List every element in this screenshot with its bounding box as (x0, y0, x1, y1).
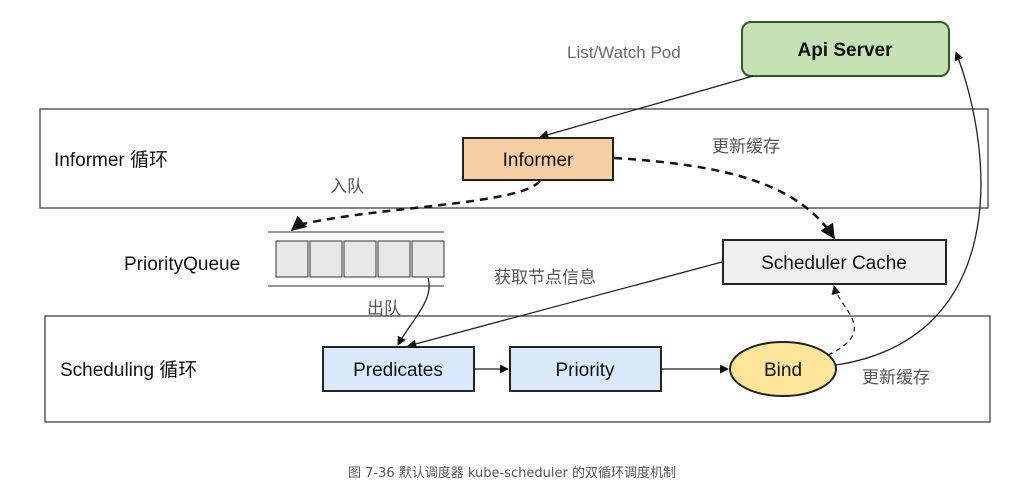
get-node-info-label: 获取节点信息 (494, 268, 596, 287)
predicates-label: Predicates (353, 360, 443, 381)
edge-api-to-informer (539, 75, 754, 140)
queue-cell (309, 240, 343, 278)
queue-cell (275, 240, 309, 278)
priority-label: Priority (555, 360, 615, 381)
queue-cell (377, 240, 411, 278)
update-cache-bottom-label: 更新缓存 (862, 368, 930, 387)
queue-cell (343, 240, 377, 278)
api-server-label: Api Server (797, 40, 893, 61)
bind-label: Bind (764, 360, 802, 381)
scheduling-loop-box (44, 315, 991, 423)
informer-loop-label: Informer 循环 (54, 149, 168, 171)
list-watch-label: List/Watch Pod (567, 43, 681, 62)
informer-label: Informer (503, 150, 574, 171)
edge-informer-to-cache (613, 156, 836, 240)
edge-bind-to-api (835, 51, 982, 366)
priority-queue-label: PriorityQueue (124, 254, 240, 275)
enqueue-label: 入队 (330, 177, 364, 196)
priority-node (509, 346, 662, 392)
figure-caption: 图 7-36 默认调度器 kube-scheduler 的双循环调度机制 (348, 466, 676, 481)
api-server-node (741, 21, 950, 77)
edge-informer-to-queue (290, 180, 541, 231)
edge-queue-to-predicates (397, 277, 430, 346)
scheduler-diagram: Informer 循环 Scheduling 循环 Api Server Lis… (39, 21, 991, 423)
edge-cache-to-predicates (407, 261, 723, 349)
dequeue-label: 出队 (367, 299, 401, 318)
informer-loop-box (39, 108, 989, 209)
scheduling-loop-label: Scheduling 循环 (60, 359, 197, 381)
update-cache-top-label: 更新缓存 (712, 137, 780, 156)
scheduler-cache-label: Scheduler Cache (761, 253, 907, 274)
bind-node (729, 341, 837, 397)
predicates-node (322, 346, 475, 392)
queue-cell (411, 240, 445, 278)
scheduler-cache-node (722, 239, 947, 285)
informer-node (462, 137, 614, 181)
edge-bind-to-cache (827, 285, 855, 356)
